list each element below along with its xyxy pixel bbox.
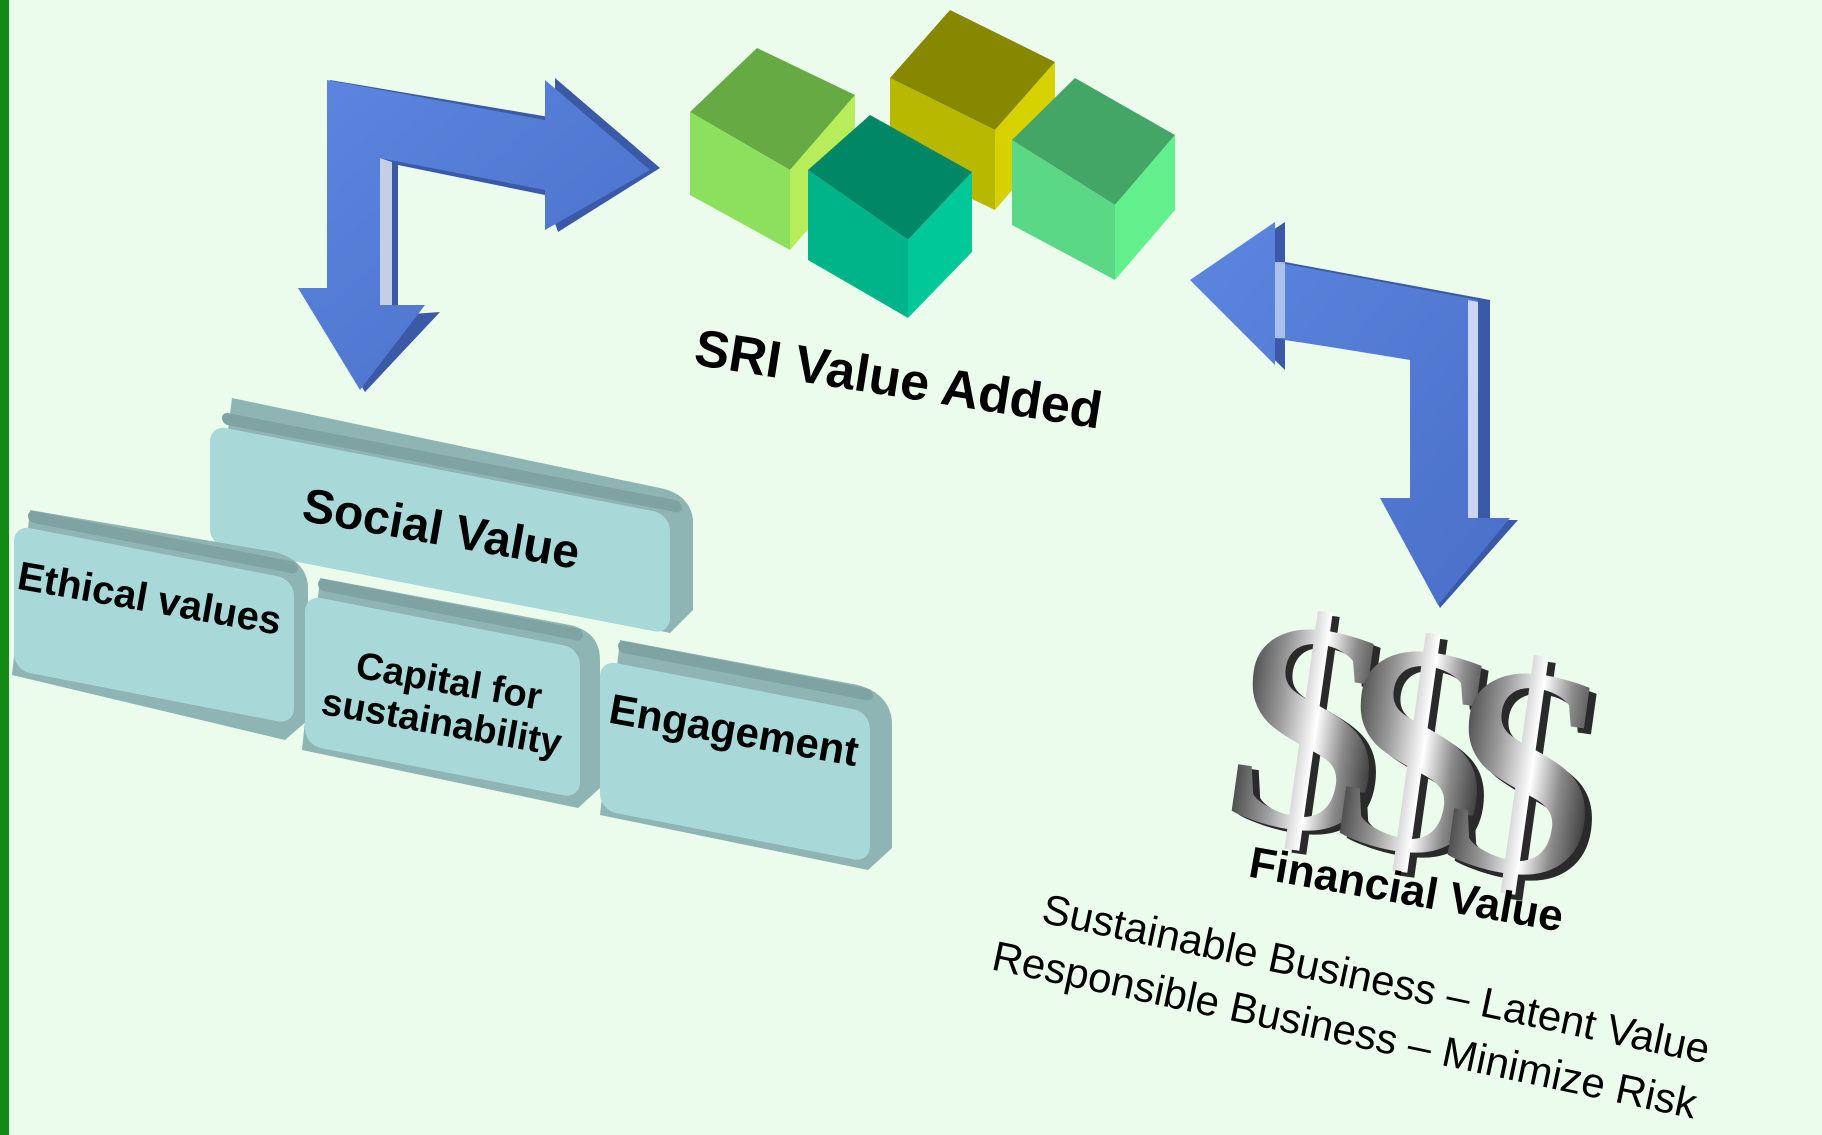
arrow-sri-to-financial: [1190, 222, 1518, 608]
left-accent-bar: [0, 0, 9, 1135]
box-engagement: [600, 640, 892, 870]
box-social-value: [210, 398, 693, 633]
box-ethical-values: [12, 510, 308, 740]
cube-medium-green: [1012, 78, 1175, 280]
cube-teal: [808, 115, 972, 318]
arrow-social-to-sri: [298, 78, 660, 392]
box-capital-sustainability: [302, 578, 600, 808]
cube-light-green: [690, 48, 855, 250]
